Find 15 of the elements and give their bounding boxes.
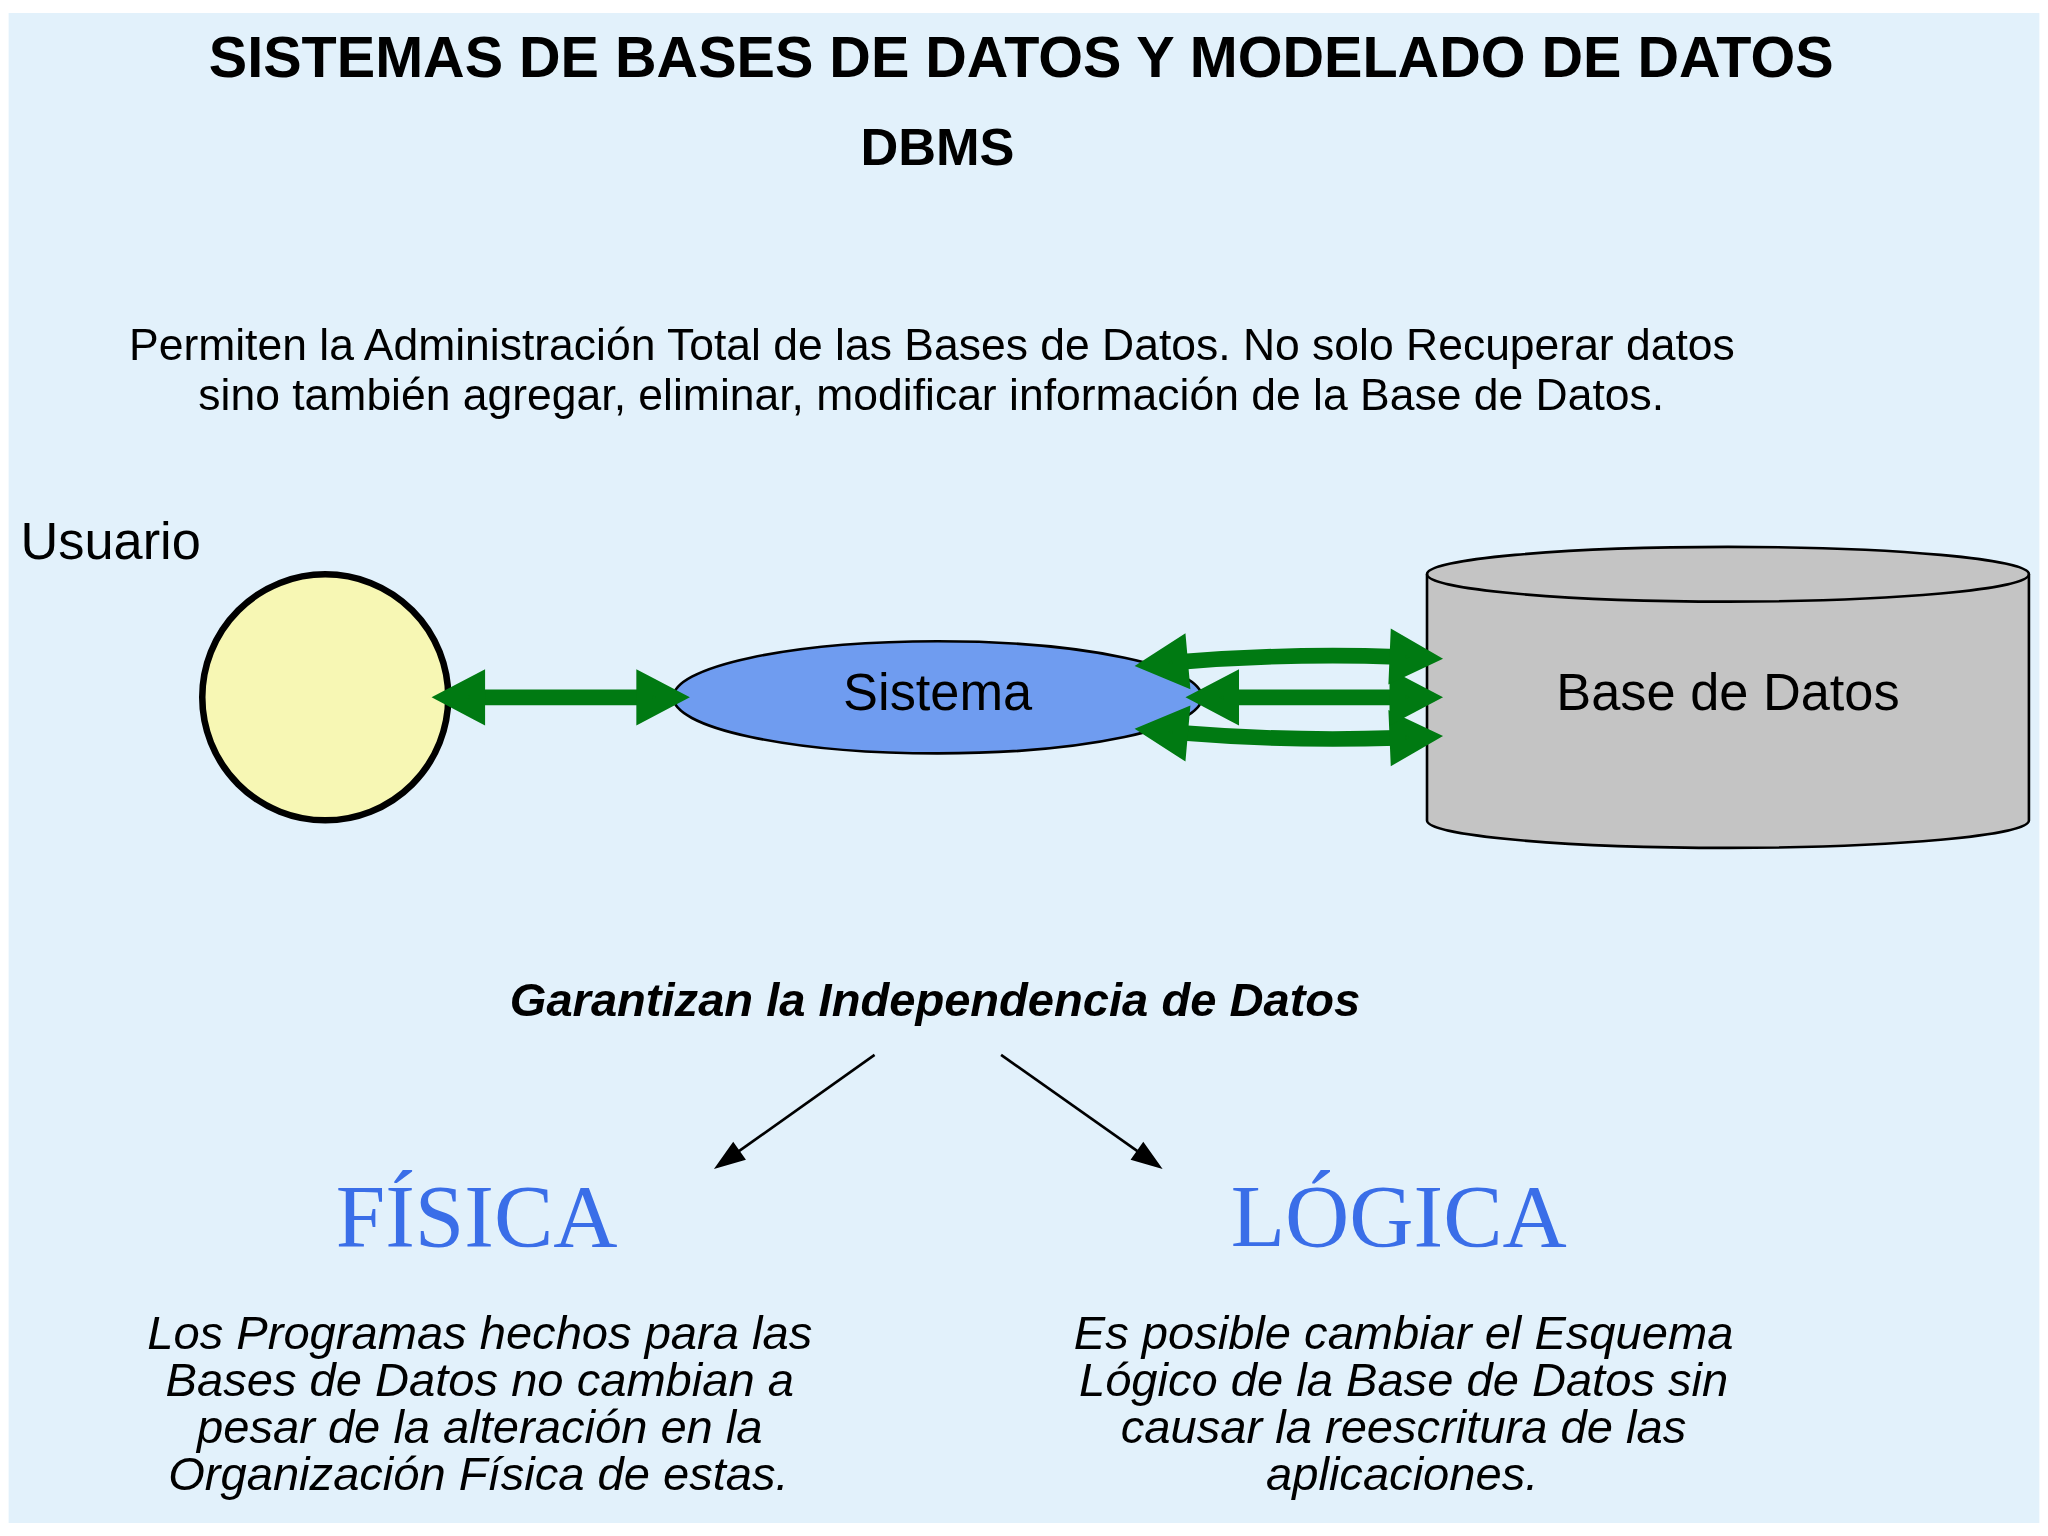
arrow	[431, 669, 690, 726]
diagram-title: SISTEMAS DE BASES DE DATOS Y MODELADO DE DATOS	[208, 25, 1834, 90]
arrow	[713, 1053, 876, 1169]
label: Permiten la Administración Total de las Bases de Datos. No solo Recuperar datos sino también agregar, eliminar, modificar información de la Base de Datos.	[128, 320, 1735, 419]
node-text: FÍSICA Los Programas hechos para las Bases de Datos no cambian a pesar de la alteración en la Organización Física de estas.	[147, 1167, 813, 1501]
label: DBMS	[860, 117, 1015, 176]
arrow	[1134, 628, 1444, 690]
arrow	[1000, 1053, 1163, 1169]
node-circle	[199, 571, 452, 824]
node-label: Usuario	[20, 511, 201, 570]
arrow	[1134, 705, 1444, 767]
arrow	[1185, 669, 1444, 726]
node-ellipse: Sistema	[672, 639, 1204, 755]
node-text: Garantizan la Independencia de Datos	[509, 973, 1361, 1027]
node-text: LÓGICA Es posible cambiar el Esquema Lógico de la Base de Datos sin causar la reescritura de las aplicaciones.	[1073, 1167, 1734, 1501]
